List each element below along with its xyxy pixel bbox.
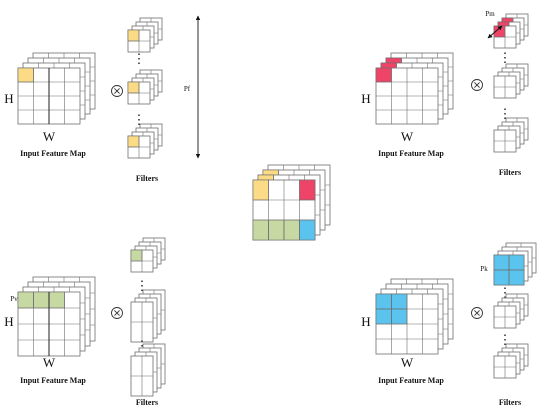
cell-highlight xyxy=(375,293,392,310)
height-label: H xyxy=(4,91,13,106)
stack-layer xyxy=(375,67,439,125)
pf-label: Pf xyxy=(184,85,191,93)
pv-label: Pv xyxy=(10,295,18,303)
filter-stack xyxy=(493,117,529,153)
height-label: H xyxy=(4,314,13,329)
vertical-ellipsis: ⋮ xyxy=(133,112,146,127)
pm-label: Pm xyxy=(485,10,495,18)
cell-highlight xyxy=(130,249,143,262)
height-label: H xyxy=(361,91,370,106)
cell-highlight xyxy=(375,67,392,83)
panel-top-left: H W Input Feature Map ⋮ ⋮ Filters Pf xyxy=(4,15,201,183)
operator-cross xyxy=(474,82,480,88)
stack-layer xyxy=(493,254,525,286)
input-caption: Input Feature Map xyxy=(20,376,86,385)
filter-stack xyxy=(493,242,537,286)
filters-caption: Filters xyxy=(136,174,158,183)
input-feature-map-stack xyxy=(375,52,454,125)
input-feature-map-stack xyxy=(17,52,96,125)
stack-layer xyxy=(493,355,517,379)
output-feature-map-stack xyxy=(252,164,331,241)
stack-layer xyxy=(252,179,316,241)
input-caption: Input Feature Map xyxy=(378,149,444,158)
operator-cross xyxy=(474,310,480,316)
cell-highlight xyxy=(252,219,269,241)
filter-stack xyxy=(127,69,163,105)
filters-caption: Filters xyxy=(136,398,158,407)
stack-layer xyxy=(17,67,81,125)
cell-highlight xyxy=(17,291,34,309)
cell-highlight xyxy=(127,81,140,94)
stack-layer xyxy=(130,249,154,273)
cell-highlight xyxy=(299,219,316,241)
filter-stack xyxy=(130,289,166,343)
cell-highlight xyxy=(299,179,316,201)
vertical-ellipsis: ⋮ xyxy=(499,50,512,65)
multiply-operator xyxy=(471,79,483,91)
width-label: W xyxy=(43,129,56,144)
multiply-operator xyxy=(111,85,123,97)
filters-caption: Filters xyxy=(499,168,521,177)
stack-layer xyxy=(375,293,439,355)
filter-stack xyxy=(127,17,163,53)
cell-highlight xyxy=(391,308,408,325)
filter-stack xyxy=(493,343,529,379)
cell-highlight xyxy=(48,291,65,309)
input-feature-map-stack xyxy=(17,276,96,357)
stack-layer xyxy=(493,25,517,49)
panel-top-right: H W Input Feature Map ⋮ ⋮ Filters Pm xyxy=(361,10,529,177)
width-label: W xyxy=(401,129,414,144)
cell-highlight xyxy=(252,179,269,201)
vertical-ellipsis: ⋮ xyxy=(136,278,149,293)
cell-highlight xyxy=(17,67,34,83)
stack-layer xyxy=(127,29,151,53)
pk-label: Pk xyxy=(480,265,488,273)
input-feature-map-stack xyxy=(375,278,454,355)
filter-stack xyxy=(130,237,166,273)
cell-highlight xyxy=(375,308,392,325)
width-label: W xyxy=(401,355,414,370)
stack-layer xyxy=(493,129,517,153)
stack-layer xyxy=(130,301,154,343)
cell-highlight xyxy=(33,291,50,309)
multiply-operator xyxy=(111,307,123,319)
cell-highlight xyxy=(391,293,408,310)
cell-highlight xyxy=(127,29,140,42)
cell-highlight xyxy=(508,254,525,271)
filter-stack xyxy=(130,343,166,397)
cell-highlight xyxy=(493,254,510,271)
panel-center xyxy=(252,164,331,241)
vertical-ellipsis: ⋮ xyxy=(499,106,512,121)
filter-stack xyxy=(493,293,529,329)
stack-layer xyxy=(493,305,517,329)
width-label: W xyxy=(43,355,56,370)
height-label: H xyxy=(361,314,370,329)
filters-caption: Filters xyxy=(499,398,521,407)
pm-arrow xyxy=(487,25,503,39)
cell-highlight xyxy=(268,219,285,241)
input-caption: Input Feature Map xyxy=(20,149,86,158)
input-caption: Input Feature Map xyxy=(378,376,444,385)
vertical-ellipsis: ⋮ xyxy=(499,332,512,347)
stack-layer xyxy=(17,291,81,357)
stack-layer xyxy=(127,135,151,159)
operator-cross xyxy=(114,88,120,94)
multiply-operator xyxy=(471,307,483,319)
cell-highlight xyxy=(508,269,525,286)
filter-stack xyxy=(127,123,163,159)
filter-stack xyxy=(493,13,529,49)
stack-layer xyxy=(127,81,151,105)
operator-cross xyxy=(114,310,120,316)
cell-highlight xyxy=(127,135,140,148)
stack-layer xyxy=(130,355,154,397)
cell-highlight xyxy=(283,219,300,241)
stack-layer xyxy=(493,75,517,99)
vertical-ellipsis: ⋮ xyxy=(133,51,146,66)
cell-highlight xyxy=(493,269,510,286)
filter-stack xyxy=(493,63,529,99)
